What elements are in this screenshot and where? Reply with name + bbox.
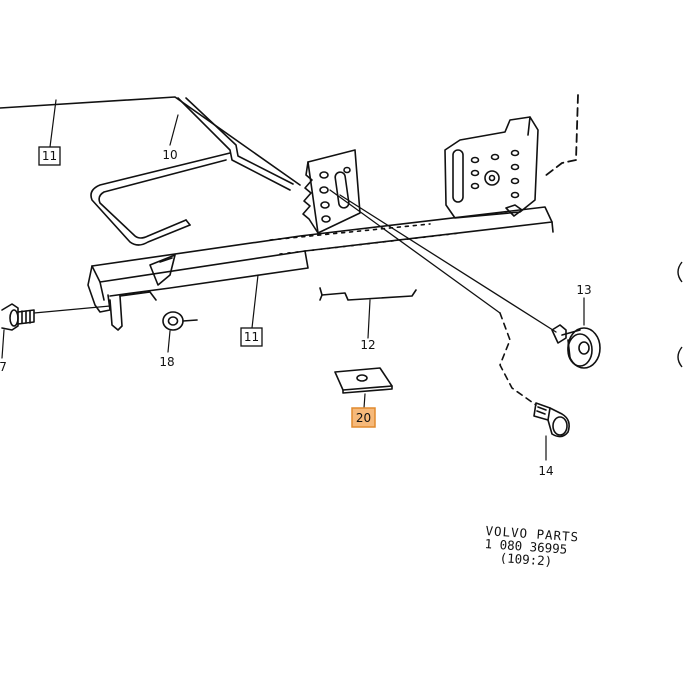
serrated-plate [302, 149, 361, 234]
callout-10: 10 [162, 148, 177, 162]
svg-text:18: 18 [159, 355, 174, 369]
margin-bracket-bottom [677, 346, 683, 368]
svg-text:20: 20 [356, 411, 371, 425]
callout-11-top: 11 [38, 146, 61, 166]
washer-part-18 [162, 311, 198, 331]
callout-14: 14 [538, 464, 553, 478]
svg-text:14: 14 [538, 464, 553, 478]
guide-line-knob [339, 194, 557, 333]
callout-20-highlighted: 20 [351, 407, 376, 428]
seat-rail-part-11 [87, 206, 554, 331]
volvo-parts-stamp: VOLVO PARTS 1 080 36995 (109:2) [483, 523, 605, 571]
svg-text:12: 12 [360, 338, 375, 352]
plate-part-20 [334, 367, 393, 394]
svg-text:7: 7 [0, 360, 7, 374]
callout-12: 12 [360, 338, 375, 352]
svg-text:13: 13 [576, 283, 591, 297]
callout-18: 18 [159, 355, 174, 369]
callout-7: 7 [0, 360, 7, 374]
callout-13: 13 [576, 283, 591, 297]
guide-line-bolt [329, 189, 501, 314]
wire-rod-part-10 [90, 97, 294, 246]
svg-text:10: 10 [162, 148, 177, 162]
knob-part-13 [551, 324, 601, 369]
spring-wire-part-12 [319, 287, 417, 301]
frame-edge [0, 96, 301, 186]
margin-bracket-top [677, 261, 683, 283]
frame-right-dashed [544, 94, 579, 177]
bolt-part-14 [533, 402, 570, 438]
svg-text:11: 11 [244, 330, 259, 344]
svg-text:11: 11 [42, 149, 57, 163]
front-bracket [444, 116, 539, 219]
guide-line-rear [33, 305, 111, 314]
bolt-part-7 [1, 303, 35, 331]
callout-11-mid: 11 [240, 327, 263, 347]
